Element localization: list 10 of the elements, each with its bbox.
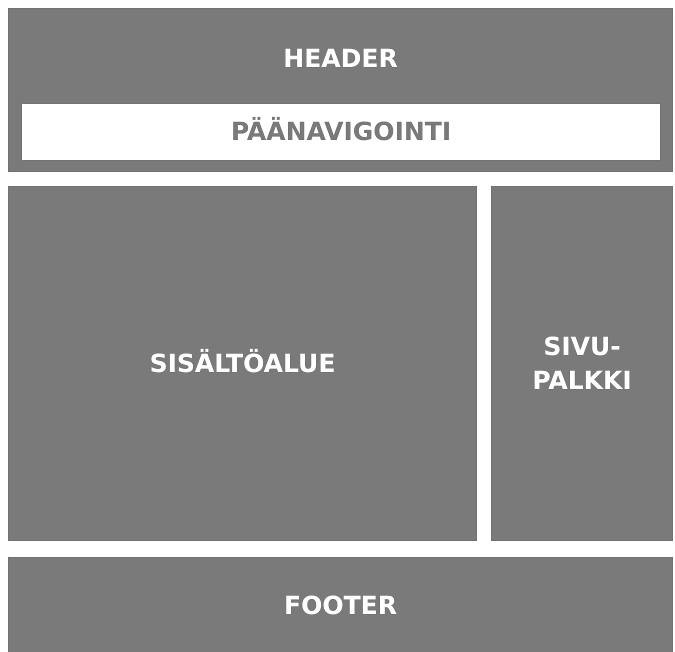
layout-region <box>8 186 477 541</box>
region-label: HEADER <box>282 43 399 75</box>
region-label: FOOTER <box>283 590 398 622</box>
region-label: PÄÄNAVIGOINTI <box>230 116 452 148</box>
layout-region <box>8 8 673 172</box>
layout-region <box>22 104 660 160</box>
layout-region <box>8 557 673 652</box>
region-label: SIVU- PALKKI <box>531 330 633 396</box>
region-label: SISÄLTÖALUE <box>148 348 336 380</box>
layout-region <box>491 186 673 541</box>
